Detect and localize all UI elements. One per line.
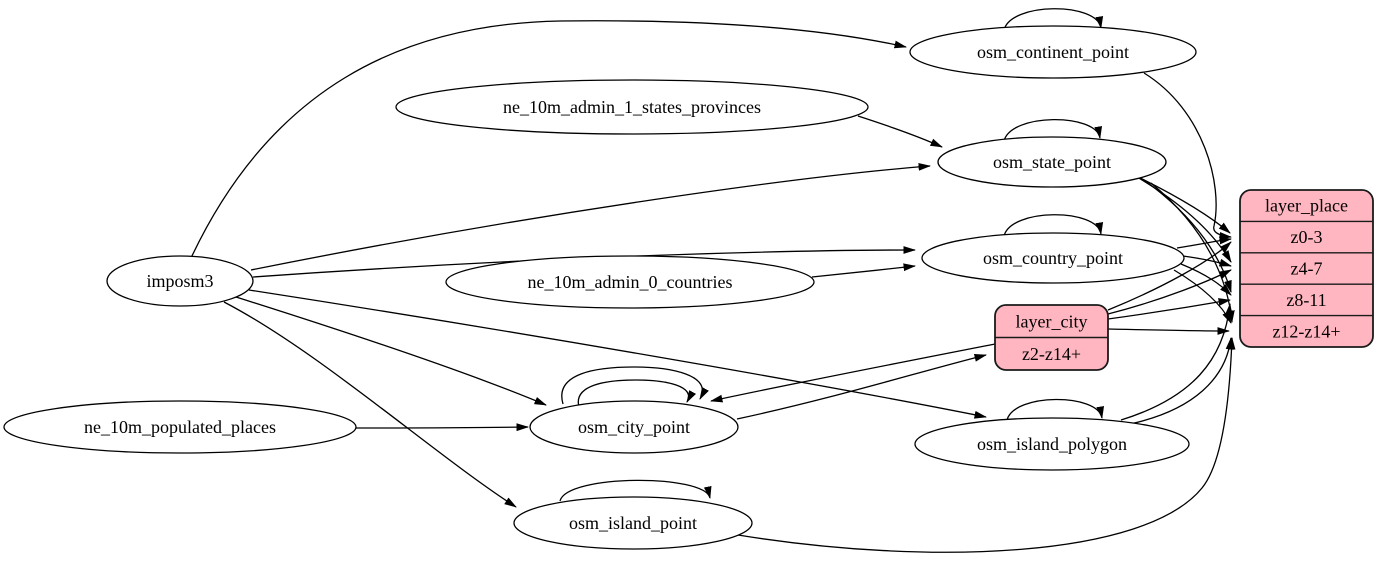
self-loop-osm_continent_point [1003,8,1104,31]
record-row-layer_place-4: z12-z14+ [1272,321,1340,341]
edge-layer_city-to-osm_city_point [710,343,996,403]
node-label-osm_city_point: osm_city_point [578,417,690,437]
self-loop-osm_city_point [577,379,697,408]
edge-osm_island_polygon-to-layer_place.z8-11 [1120,303,1233,421]
record-layer_city: layer_city z2-z14+ [994,304,1109,371]
edge-imposm3-to-osm_island_polygon [248,289,987,419]
edge-osm_country_point-to-layer_place.z12-z14+ [1173,269,1232,324]
node-shape-osm_city_point [529,400,739,454]
node-shape-ne_10m_admin_1_states_provinces [395,79,869,135]
node-osm_island_point: osm_island_point [513,496,753,550]
node-label-ne_10m_admin_1_states_provinces: ne_10m_admin_1_states_provinces [503,97,761,117]
node-shape-osm_island_point [513,496,753,550]
node-shape-osm_island_polygon [914,417,1190,471]
node-osm_state_point: osm_state_point [937,136,1167,188]
record-shape-layer_place [1239,189,1374,348]
node-label-imposm3: imposm3 [146,271,213,291]
self-loop-osm_island_polygon [1006,398,1104,421]
record-row-layer_place-0: layer_place [1265,196,1348,216]
node-label-osm_state_point: osm_state_point [993,152,1111,172]
edge-osm_island_polygon-to-layer_place.z12-z14+ [1129,337,1234,425]
self-loop-osm_state_point [1003,118,1102,142]
self-loop-osm_island_point [559,479,712,502]
node-shape-osm_state_point [937,136,1167,188]
edges-layer [190,8,1236,553]
node-osm_island_polygon: osm_island_polygon [914,417,1190,471]
record-row-layer_place-2: z4-7 [1291,259,1323,279]
node-label-ne_10m_admin_0_countries: ne_10m_admin_0_countries [528,272,733,292]
edge-imposm3-to-osm_city_point [235,296,547,406]
edge-osm_island_point-to-layer_place.z12-z14+ [737,337,1236,553]
self-loop-osm_country_point [1003,214,1104,237]
record-layer_place: layer_place z0-3 z4-7 z8-11 z12-z14+ [1239,189,1374,348]
edge-osm_city_point-to-layer_city.z2-z14+ [736,354,987,420]
edge-imposm3-to-osm_island_point [223,301,517,508]
node-shape-osm_country_point [921,232,1185,284]
edge-osm_continent_point-to-layer_place.z0-3 [1143,72,1232,240]
edge-layer_city-to-layer_place.z12-z14+ [1107,327,1230,335]
node-imposm3: imposm3 [106,255,254,307]
node-label-osm_island_polygon: osm_island_polygon [977,434,1127,454]
node-osm_city_point: osm_city_point [529,400,739,454]
edge-osm_country_point-to-layer_place.z0-3 [1176,236,1232,249]
edge-layer_city-to-layer_place.z4-7 [1107,269,1232,315]
record-row-layer_place-1: z0-3 [1291,227,1323,247]
edge-osm_state_point-to-layer_place.z8-11 [1143,179,1232,293]
edge-osm_country_point-to-layer_place.z4-7 [1182,255,1232,267]
node-shape-osm_continent_point [909,25,1197,79]
edge-layer_city-to-layer_place.z8-11 [1107,298,1231,320]
node-osm_country_point: osm_country_point [921,232,1185,284]
edge-layer_city-to-layer_place.z0-3 [1107,241,1232,311]
edge-ne_10m_admin_1_states_provinces-to-osm_state_point [857,115,943,148]
node-shape-imposm3 [106,255,254,307]
node-osm_continent_point: osm_continent_point [909,25,1197,79]
edge-imposm3-to-osm_state_point [250,163,931,271]
edge-osm_country_point-to-layer_place.z8-11 [1180,263,1232,296]
node-shape-ne_10m_admin_0_countries [445,255,815,309]
node-label-osm_country_point: osm_country_point [983,248,1123,268]
nodes-layer: imposm3 ne_10m_admin_1_states_provincesne… [3,25,1374,550]
edge-ne_10m_populated_places-to-osm_city_point [355,423,529,432]
edge-osm_state_point-to-layer_place.z0-3 [1127,171,1231,234]
record-row-layer_city-0: layer_city [1016,311,1088,331]
record-row-layer_city-1: z2-z14+ [1022,344,1081,364]
self-loop-osm_city_point [561,366,709,405]
node-label-osm_continent_point: osm_continent_point [977,42,1129,62]
edge-imposm3-to-osm_continent_point [190,20,907,259]
node-label-osm_island_point: osm_island_point [569,513,697,533]
node-ne_10m_admin_0_countries: ne_10m_admin_0_countries [445,255,815,309]
node-ne_10m_admin_1_states_provinces: ne_10m_admin_1_states_provinces [395,79,869,135]
node-ne_10m_populated_places: ne_10m_populated_places [3,400,357,454]
record-row-layer_place-3: z8-11 [1286,290,1326,310]
node-shape-ne_10m_populated_places [3,400,357,454]
node-label-ne_10m_populated_places: ne_10m_populated_places [84,417,276,437]
edge-ne_10m_admin_0_countries-to-osm_country_point [811,263,916,278]
